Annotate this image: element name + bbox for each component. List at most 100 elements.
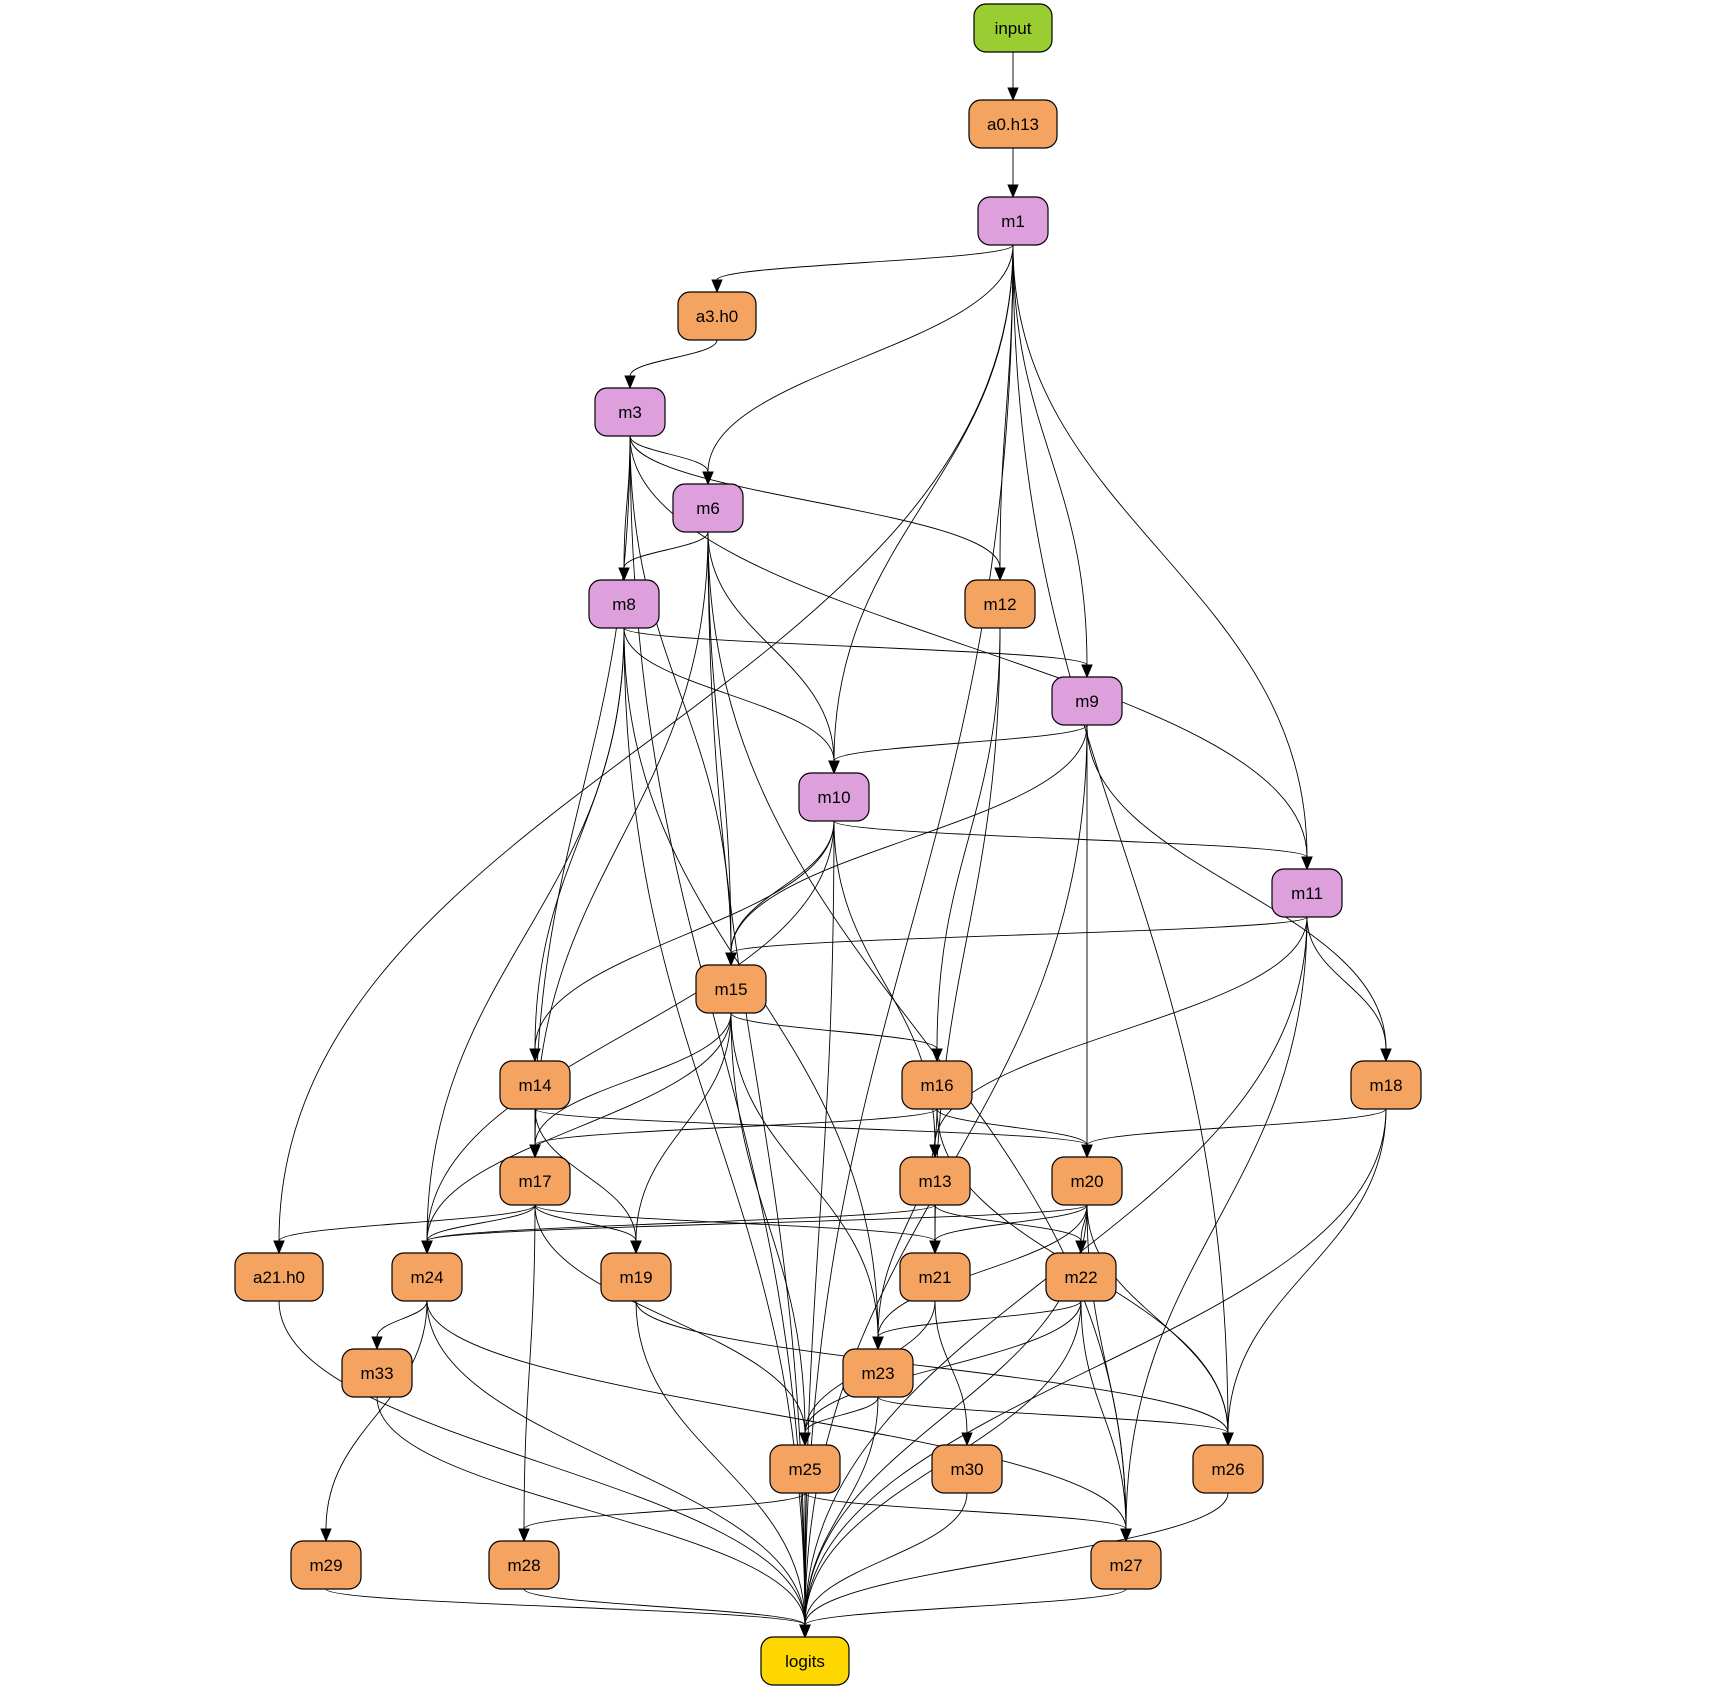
edge-m23-to-m26 (877, 1396, 1234, 1447)
node-label: m22 (1064, 1268, 1097, 1287)
node-m3: m3 (594, 387, 666, 437)
node-label: m1 (1001, 212, 1025, 231)
node-box (677, 291, 757, 341)
node-box (588, 579, 660, 629)
node-label: m6 (696, 499, 720, 518)
node-m24: m24 (391, 1252, 463, 1302)
node-m14: m14 (499, 1060, 571, 1110)
node-m27: m27 (1090, 1540, 1162, 1590)
node-label: m28 (507, 1556, 540, 1575)
node-m20: m20 (1051, 1156, 1123, 1206)
node-label: a0.h13 (987, 115, 1039, 134)
node-m17: m17 (499, 1156, 571, 1206)
edge-m13-to-m24 (421, 1204, 936, 1255)
node-label: input (995, 19, 1032, 38)
node-box (1090, 1540, 1162, 1590)
node-box (899, 1252, 971, 1302)
edge-m10-to-m14 (529, 820, 835, 1063)
edge-m16-to-m17 (529, 1108, 938, 1159)
edge-m11-to-m13 (929, 916, 1308, 1159)
node-a21-h0: a21.h0 (234, 1252, 324, 1302)
node-label: m3 (618, 403, 642, 422)
edge-input-to-a0.h13 (1007, 52, 1019, 102)
node-m13: m13 (899, 1156, 971, 1206)
edge-m16-to-m23 (872, 1108, 938, 1351)
node-label: m21 (918, 1268, 951, 1287)
node-box (499, 1156, 571, 1206)
node-label: m16 (920, 1076, 953, 1095)
node-box (973, 3, 1053, 53)
node-m33: m33 (341, 1348, 413, 1398)
node-label: a21.h0 (253, 1268, 305, 1287)
node-input: input (973, 3, 1053, 53)
edge-m10-to-m11 (833, 820, 1313, 871)
node-box (964, 579, 1036, 629)
edge-m22-to-m27 (1080, 1300, 1132, 1543)
node-m10: m10 (798, 772, 870, 822)
node-m16: m16 (901, 1060, 973, 1110)
node-box (341, 1348, 413, 1398)
edge-m1-to-m11 (1012, 244, 1313, 871)
node-box (842, 1348, 914, 1398)
edge-m6-to-m10 (707, 531, 840, 775)
edge-m9-to-m18 (1086, 724, 1392, 1063)
edge-m17-to-a21.h0 (273, 1204, 536, 1255)
node-m29: m29 (290, 1540, 362, 1590)
edge-m13-to-m22 (934, 1204, 1087, 1255)
edge-m11-to-m15 (725, 916, 1308, 967)
edge-m25-to-m28 (518, 1492, 806, 1543)
node-box (769, 1444, 841, 1494)
edge-m8-to-m14 (529, 627, 625, 1063)
node-label: m18 (1369, 1076, 1402, 1095)
edge-m9-to-m10 (828, 724, 1088, 775)
node-label: logits (785, 1652, 825, 1671)
node-m21: m21 (899, 1252, 971, 1302)
edge-m1-to-logits (799, 244, 1014, 1639)
node-label: m12 (983, 595, 1016, 614)
edge-m3-to-m17 (529, 435, 631, 1159)
edge-m17-to-m24 (421, 1204, 536, 1255)
node-box (1271, 868, 1343, 918)
node-label: m25 (788, 1460, 821, 1479)
edge-m17-to-m19 (534, 1204, 642, 1255)
node-label: m19 (619, 1268, 652, 1287)
node-m28: m28 (488, 1540, 560, 1590)
edge-m23-to-m25 (799, 1396, 879, 1447)
edge-m20-to-m24 (421, 1204, 1088, 1255)
node-box (1350, 1060, 1422, 1110)
node-label: m30 (950, 1460, 983, 1479)
node-label: m13 (918, 1172, 951, 1191)
edge-m20-to-m21 (929, 1204, 1088, 1255)
edge-m10-to-m24 (421, 820, 835, 1255)
node-m1: m1 (977, 196, 1049, 246)
node-label: m10 (817, 788, 850, 807)
node-label: m20 (1070, 1172, 1103, 1191)
node-m26: m26 (1192, 1444, 1264, 1494)
edge-m27-to-logits (799, 1588, 1127, 1639)
edge-m18-to-m26 (1222, 1108, 1387, 1447)
node-box (600, 1252, 672, 1302)
edge-m3-to-m12 (629, 435, 1006, 582)
edge-m8-to-m9 (623, 627, 1093, 679)
node-m8: m8 (588, 579, 660, 629)
node-a3-h0: a3.h0 (677, 291, 757, 341)
node-m25: m25 (769, 1444, 841, 1494)
node-m9: m9 (1051, 676, 1123, 726)
node-m19: m19 (600, 1252, 672, 1302)
node-box (672, 483, 744, 533)
node-m15: m15 (695, 964, 767, 1014)
node-box (968, 99, 1058, 149)
edge-layer (273, 52, 1392, 1639)
node-box (695, 964, 767, 1014)
node-box (1051, 1156, 1123, 1206)
node-box (899, 1156, 971, 1206)
edge-m18-to-m20 (1081, 1108, 1387, 1159)
edge-m24-to-logits (426, 1300, 811, 1639)
node-box (1045, 1252, 1117, 1302)
node-label: m23 (861, 1364, 894, 1383)
edge-a0.h13-to-m1 (1007, 148, 1019, 199)
edge-m9-to-m15 (725, 724, 1088, 967)
node-m12: m12 (964, 579, 1036, 629)
node-label: m29 (309, 1556, 342, 1575)
